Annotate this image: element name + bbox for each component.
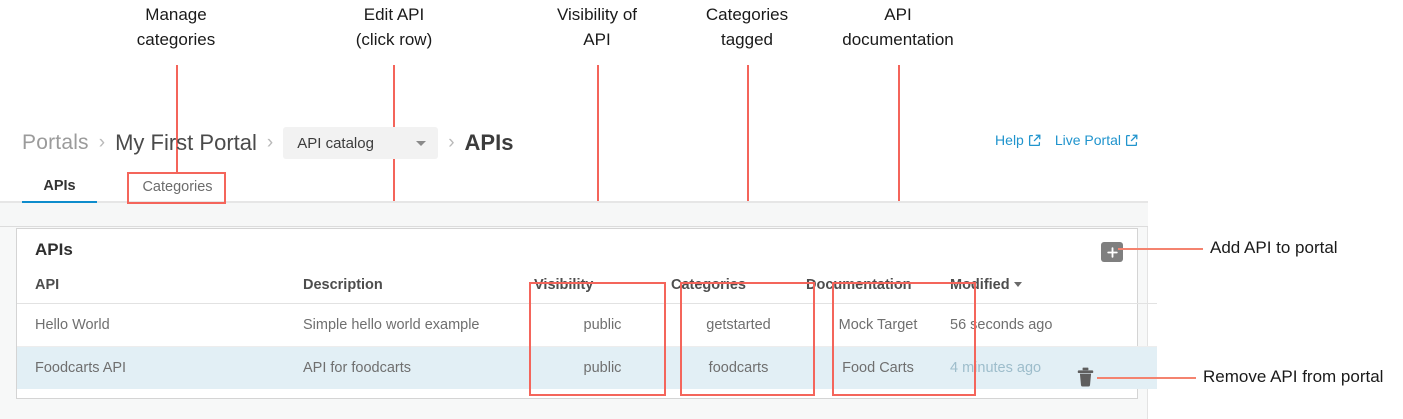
tab-apis-label: APIs xyxy=(43,177,76,194)
annotation-edit-api: Edit API (click row) xyxy=(324,2,464,52)
leader-line-categories xyxy=(747,65,749,282)
cell-documentation: Mock Target xyxy=(806,303,950,347)
column-header-modified-label: Modified xyxy=(950,277,1010,293)
tab-categories-label: Categories xyxy=(142,179,213,195)
cell-modified: 4 minutes ago xyxy=(950,346,1157,389)
chevron-down-icon xyxy=(416,140,427,146)
breadcrumb: Portals › My First Portal › API catalog … xyxy=(22,126,513,160)
annotation-manage-categories: Manage categories xyxy=(106,2,246,52)
remove-api-button[interactable] xyxy=(1077,367,1094,387)
cell-api: Foodcarts API xyxy=(17,346,303,389)
breadcrumb-separator-icon: › xyxy=(98,132,106,153)
leader-line-documentation xyxy=(898,65,900,282)
cell-visibility: public xyxy=(534,346,671,389)
cell-documentation: Food Carts xyxy=(806,346,950,389)
sort-descending-icon xyxy=(1013,282,1022,287)
column-header-categories[interactable]: Categories xyxy=(671,271,806,304)
annotation-visibility-of-api: Visibility of API xyxy=(527,2,667,52)
annotation-line-1: Manage xyxy=(145,5,207,24)
live-portal-link-label: Live Portal xyxy=(1054,132,1121,148)
breadcrumb-portals[interactable]: Portals xyxy=(22,131,89,154)
cell-modified: 56 seconds ago xyxy=(950,303,1157,347)
annotation-line-2: (click row) xyxy=(355,30,433,49)
breadcrumb-portal-name[interactable]: My First Portal xyxy=(115,130,257,155)
column-header-visibility[interactable]: Visibility xyxy=(534,271,671,304)
live-portal-link[interactable]: Live Portal xyxy=(1055,132,1138,148)
tab-categories[interactable]: Categories xyxy=(130,170,225,204)
leader-line-add-api xyxy=(1118,248,1203,250)
column-header-description[interactable]: Description xyxy=(303,271,534,304)
cell-description: API for foodcarts xyxy=(303,346,534,389)
table-header-row: API Description Visibility Categories Do… xyxy=(17,271,1157,304)
column-header-api[interactable]: API xyxy=(17,271,303,304)
leader-line-manage-categories xyxy=(176,65,178,172)
external-link-icon xyxy=(1028,134,1041,147)
tab-apis[interactable]: APIs xyxy=(22,170,97,204)
content-top-band xyxy=(0,203,1148,227)
leader-line-visibility xyxy=(597,65,599,282)
external-link-icon xyxy=(1125,134,1138,147)
annotation-add-api-to-portal: Add API to portal xyxy=(1210,238,1338,257)
annotation-line-1: API xyxy=(884,5,912,24)
cell-description: Simple hello world example xyxy=(303,303,534,347)
leader-line-remove-api xyxy=(1097,377,1196,379)
apis-table-body: Hello World Simple hello world example p… xyxy=(17,303,1157,389)
help-link[interactable]: Help xyxy=(995,132,1041,148)
annotation-api-documentation: API documentation xyxy=(828,2,968,52)
annotation-line-1: Visibility of xyxy=(557,5,637,24)
panel-title: APIs xyxy=(35,240,73,259)
annotation-line-2: categories xyxy=(136,30,216,49)
top-links: Help Live Portal xyxy=(995,132,1138,148)
breadcrumb-separator-icon: › xyxy=(448,132,455,153)
table-row[interactable]: Hello World Simple hello world example p… xyxy=(17,303,1157,347)
annotation-line-1: Edit API xyxy=(363,5,425,24)
catalog-select-value: API catalog xyxy=(297,134,374,152)
cell-categories: getstarted xyxy=(671,303,806,347)
plus-icon xyxy=(1106,246,1118,258)
apis-table: API Description Visibility Categories Do… xyxy=(17,271,1157,389)
tab-bar: APIs Categories xyxy=(0,170,1148,204)
column-header-documentation[interactable]: Documentation xyxy=(806,271,950,304)
breadcrumb-separator-icon: › xyxy=(266,132,274,153)
annotation-line-2: documentation xyxy=(842,30,954,49)
breadcrumb-current: APIs xyxy=(464,130,514,155)
apis-panel: APIs API Description Visibility Categori… xyxy=(16,228,1157,399)
help-link-label: Help xyxy=(995,132,1024,148)
annotation-categories-tagged: Categories tagged xyxy=(677,2,817,52)
cell-api: Hello World xyxy=(17,303,303,347)
cell-categories: foodcarts xyxy=(671,346,806,389)
add-api-button[interactable] xyxy=(1101,242,1123,262)
cell-visibility: public xyxy=(534,303,671,347)
catalog-select[interactable]: API catalog xyxy=(283,127,439,159)
trash-icon xyxy=(1077,367,1094,391)
annotation-line-1: Categories xyxy=(705,5,789,24)
annotation-remove-api-from-portal: Remove API from portal xyxy=(1203,367,1384,386)
annotation-line-2: API xyxy=(583,30,611,49)
annotation-line-2: tagged xyxy=(721,30,773,49)
column-header-modified[interactable]: Modified xyxy=(950,271,1157,304)
table-row[interactable]: Foodcarts API API for foodcarts public f… xyxy=(17,346,1157,389)
apis-table-head: API Description Visibility Categories Do… xyxy=(17,271,1157,304)
